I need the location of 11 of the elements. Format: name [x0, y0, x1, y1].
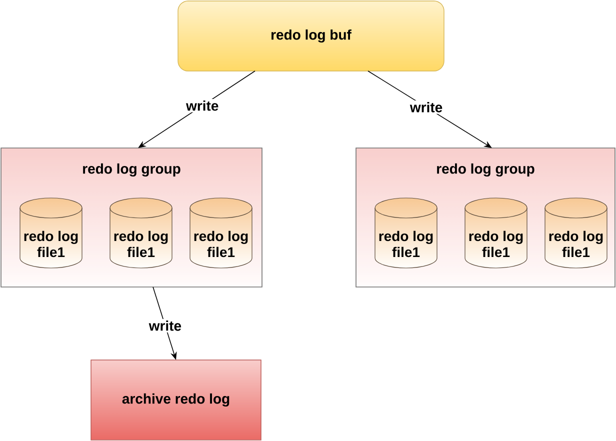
- edge-label: write: [184, 99, 220, 112]
- cylinder: redo log file1: [544, 198, 608, 268]
- edge-label: write: [408, 100, 444, 114]
- rounded-box: redo log buf: [178, 0, 444, 72]
- cylinder: redo log file1: [374, 198, 438, 268]
- edge-label: write: [147, 319, 184, 332]
- process-box: archive redo log: [90, 360, 262, 440]
- cylinder: redo log file1: [110, 198, 172, 268]
- cylinder: redo log file1: [464, 198, 528, 268]
- cylinder: redo log file1: [20, 198, 82, 268]
- cylinder: redo log file1: [190, 198, 252, 268]
